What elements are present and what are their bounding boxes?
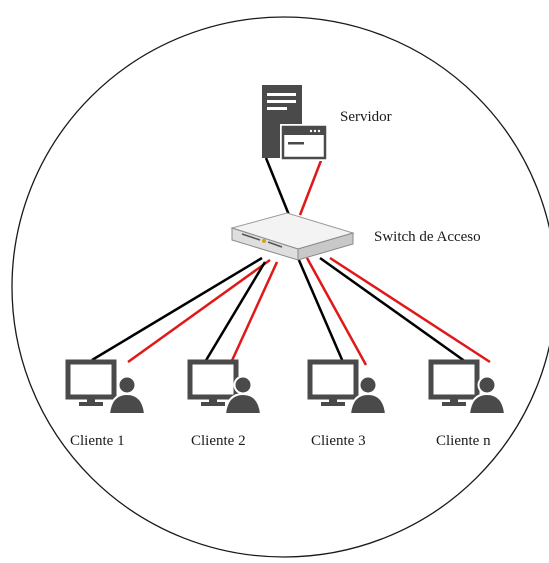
client-1-label: Cliente 1 (70, 433, 125, 449)
server-links (264, 157, 324, 216)
client-3-link-red (305, 257, 368, 366)
client-2-icon (187, 359, 263, 415)
client-1-link-red (127, 258, 271, 364)
server-link-red (298, 157, 324, 216)
client-1-icon (65, 359, 147, 415)
client-2-label: Cliente 2 (191, 433, 246, 449)
client-2-link-red (228, 261, 279, 366)
switch-icon (230, 212, 355, 261)
switch-label: Switch de Acceso (374, 229, 481, 245)
client-links (91, 256, 491, 366)
client-3-label: Cliente 3 (311, 433, 366, 449)
network-boundary-circle (11, 16, 549, 558)
server-label: Servidor (340, 109, 392, 125)
client-n-link-red (329, 256, 491, 364)
client-2-link-black (203, 261, 267, 363)
client-n-link-black (319, 256, 467, 364)
client-n-label: Cliente n (436, 433, 491, 449)
client-n-icon (428, 359, 507, 415)
client-1-link-black (91, 256, 263, 362)
server-link-black (264, 157, 291, 216)
client-3-icon (307, 359, 388, 415)
client-3-link-black (296, 257, 345, 363)
server-icon (262, 85, 328, 161)
